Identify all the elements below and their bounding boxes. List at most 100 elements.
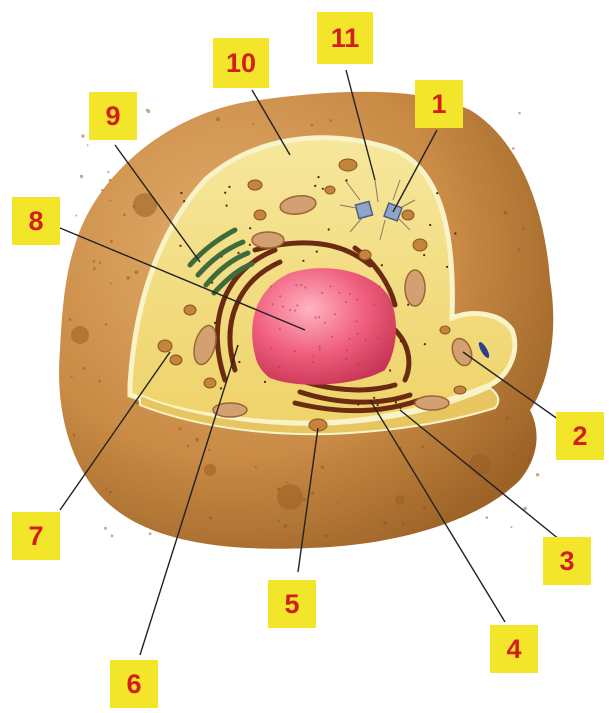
nucleus-dot	[270, 347, 272, 349]
nucleus-dot	[294, 310, 296, 312]
nucleus-dot	[349, 293, 351, 295]
nucleus-dot	[282, 306, 284, 308]
nucleus-dot	[294, 350, 296, 352]
nucleus-dot	[295, 284, 297, 286]
surface-dot	[80, 175, 83, 178]
surface-dot	[93, 260, 96, 263]
surface-dot	[284, 524, 288, 528]
nucleus-dot	[377, 337, 379, 339]
nucleus-dot	[379, 285, 381, 287]
ribosome-dot	[264, 381, 266, 383]
surface-dot	[178, 427, 180, 429]
surface-dot	[99, 262, 101, 264]
label-5: 5	[268, 580, 316, 628]
surface-dot	[383, 521, 387, 525]
surface-dot	[109, 491, 112, 494]
surface-dot	[101, 189, 103, 191]
surface-dot	[87, 144, 89, 146]
nucleus-dot	[357, 333, 359, 335]
ribosome-dot	[237, 252, 239, 254]
surface-dot	[216, 117, 220, 121]
label-9-text: 9	[105, 101, 120, 131]
nucleus-dot	[313, 356, 315, 358]
label-6: 6	[110, 660, 158, 708]
surface-dot	[412, 475, 414, 477]
surface-dot	[209, 516, 212, 519]
surface-dot	[81, 134, 84, 137]
surface-dot	[503, 211, 507, 215]
surface-dot	[402, 522, 405, 525]
surface-dot	[255, 466, 257, 468]
label-5-text: 5	[284, 589, 299, 619]
surface-dot	[109, 179, 112, 182]
label-10: 10	[213, 38, 269, 88]
ribosome-dot	[424, 343, 426, 345]
label-2-text: 2	[572, 421, 587, 451]
surface-dot	[513, 454, 516, 457]
surface-dot	[123, 214, 126, 217]
ribosome-dot	[238, 361, 240, 363]
surface-dot	[104, 527, 107, 530]
surface-dot	[208, 449, 210, 451]
surface-dot	[506, 417, 509, 420]
ribosome-dot	[317, 176, 319, 178]
ribosome-dot	[224, 192, 226, 194]
surface-dot	[277, 488, 280, 491]
label-9: 9	[89, 92, 137, 140]
nucleus-dot	[349, 338, 351, 340]
ribosome-dot	[183, 200, 185, 202]
ribosome-dot	[214, 322, 216, 324]
nucleus-dot	[315, 317, 317, 319]
nucleus-dot	[334, 313, 336, 315]
surface-dot	[110, 283, 112, 285]
surface-dot	[180, 429, 182, 431]
nucleus-dot	[279, 295, 281, 297]
nucleus-dot	[331, 336, 333, 338]
surface-dot	[510, 526, 512, 528]
surface-dot	[325, 534, 328, 537]
label-4-text: 4	[506, 634, 521, 664]
surface-dot	[107, 171, 109, 173]
ribosome-dot	[395, 401, 397, 403]
surface-dot	[512, 147, 515, 150]
ribosome-dot	[322, 188, 324, 190]
surface-dot	[126, 276, 130, 280]
surface-dot	[93, 267, 96, 270]
nucleus-dot	[318, 316, 320, 318]
ribosome-dot	[381, 264, 383, 266]
nucleus-dot	[304, 287, 306, 289]
ribosome-dot	[302, 260, 304, 262]
ribosome-dot	[423, 254, 425, 256]
label-3-text: 3	[559, 546, 574, 576]
ribosome-dot	[226, 205, 228, 207]
surface-dot	[285, 481, 287, 483]
nucleus-dot	[279, 328, 281, 330]
nucleus-dot	[312, 361, 314, 363]
label-8-text: 8	[28, 206, 43, 236]
nucleus-dot	[319, 348, 321, 350]
surface-dot	[337, 502, 339, 504]
nucleus-dot	[296, 304, 298, 306]
nucleus-dot	[345, 301, 347, 303]
ribosome-dot	[220, 387, 222, 389]
surface-dot	[83, 367, 86, 370]
ribosome-dot	[357, 403, 359, 405]
nucleus-dot	[373, 304, 375, 306]
nucleus-dot	[324, 322, 326, 324]
nucleus-dot	[272, 303, 274, 305]
nucleus-dot	[338, 292, 340, 294]
nucleus-dot	[319, 346, 321, 348]
surface-dot	[278, 520, 280, 522]
nucleus-dot	[300, 284, 302, 286]
ribosome-dot	[389, 369, 391, 371]
label-1-text: 1	[431, 89, 446, 119]
ribosome-dot	[344, 248, 346, 250]
ribosome-dot	[249, 244, 251, 246]
surface-dot	[442, 494, 444, 496]
label-6-text: 6	[126, 669, 141, 699]
surface-dot	[111, 535, 114, 538]
nucleus-dot	[321, 292, 323, 294]
ribosome-dot	[389, 386, 391, 388]
nucleus-dot	[345, 358, 347, 360]
